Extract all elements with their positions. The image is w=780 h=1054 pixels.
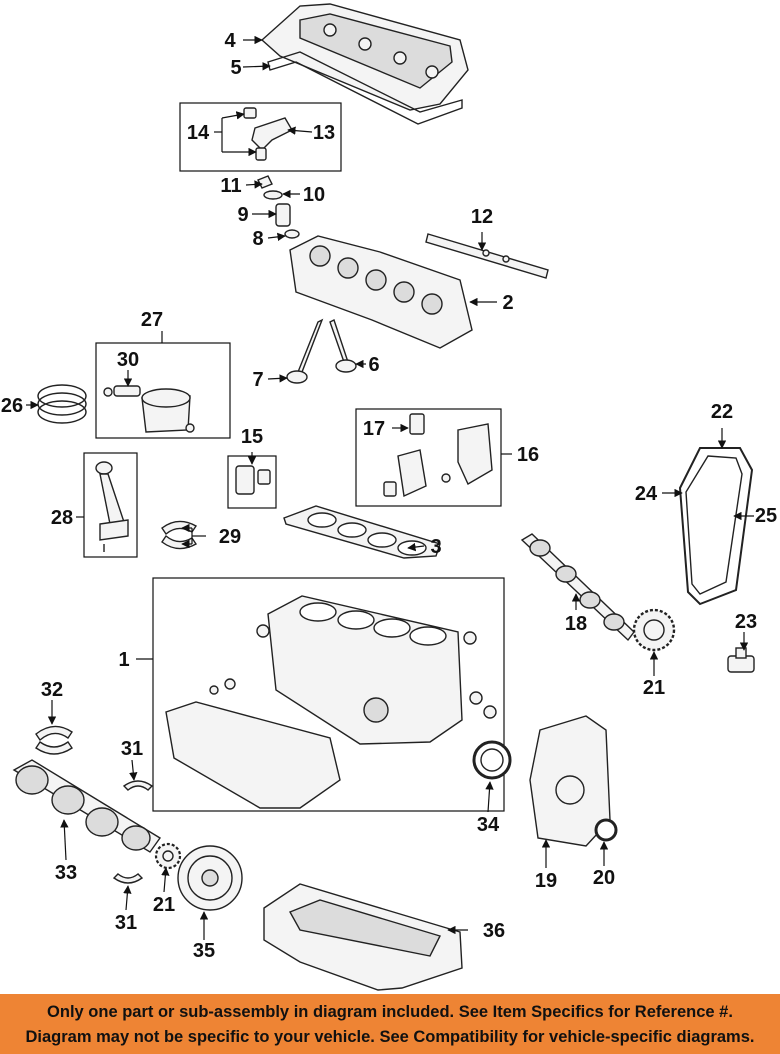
callout-24: 24 [635,483,658,505]
callout-21-cam: 21 [643,677,665,699]
callout-29: 29 [219,526,241,548]
callout-14: 14 [187,122,210,144]
callout-9: 9 [237,204,248,226]
crankshaft [12,759,162,853]
callout-30: 30 [117,349,139,371]
position-sensor [727,647,755,673]
callout-36: 36 [483,920,505,942]
callout-19: 19 [535,870,557,892]
thrust-washer-lower [112,873,144,884]
sensor [235,465,271,495]
rocker-shaft [425,233,549,279]
engine-block [267,595,463,745]
disclaimer-line-1: Only one part or sub-assembly in diagram… [47,1003,733,1021]
crank-sprocket [154,842,182,870]
callout-12: 12 [471,206,493,228]
callout-1: 1 [118,649,129,671]
callout-27: 27 [141,309,163,331]
callout-11: 11 [220,175,241,197]
thrust-washer-upper [122,780,154,791]
vtc-solenoid [383,413,493,498]
callout-32: 32 [41,679,63,701]
timing-chain [678,447,754,606]
callout-23: 23 [735,611,757,633]
oil-pan [263,883,463,991]
callout-33: 33 [55,862,77,884]
connecting-rod [95,461,129,552]
cylinder-head [289,235,473,349]
connecting-rod-box [83,452,138,558]
callout-15: 15 [241,426,263,448]
valve-cover [260,3,469,111]
vtc-box [355,408,502,507]
cam-sprocket [632,608,676,652]
callout-6: 6 [368,354,379,376]
piston-rings [37,384,87,424]
callout-28: 28 [51,507,73,529]
callout-8: 8 [252,228,263,250]
callout-31-lower: 31 [115,912,137,934]
oil-seal-front [594,818,618,842]
callout-7: 7 [252,369,263,391]
callout-2: 2 [502,292,513,314]
exploded-engine-diagram: 1 2 3 4 5 6 7 8 9 10 11 12 13 14 15 16 1… [1,3,777,991]
piston-box [95,342,231,439]
callout-26: 26 [1,395,23,417]
callout-25: 25 [755,505,777,527]
block-seals [256,624,497,719]
rocker-arm-box [179,102,342,172]
valve-spring-parts [257,175,300,239]
intake-valve [286,318,324,384]
disclaimer-line-2: Diagram may not be specific to your vehi… [25,1028,755,1046]
lower-crankcase [165,678,341,809]
timing-chain-cover [529,715,611,847]
callout-3: 3 [430,536,441,558]
crank-pulley [177,845,243,911]
engine-block-box [152,577,505,812]
callout-4: 4 [224,30,236,52]
valve-cover-gasket [267,51,463,125]
callout-16: 16 [517,444,539,466]
callout-20: 20 [593,867,615,889]
callout-18: 18 [565,613,587,635]
callout-5: 5 [230,57,241,79]
callout-13: 13 [313,122,335,144]
callout-34: 34 [477,814,500,836]
disclaimer-banner: Only one part or sub-assembly in diagram… [0,994,780,1054]
piston [103,385,195,433]
oil-seal-rear [472,740,512,780]
rocker-arm [243,107,293,161]
camshaft [520,533,635,642]
leader-lines [26,35,754,940]
callout-17: 17 [363,418,385,440]
callout-31-upper: 31 [121,738,143,760]
exhaust-valve [329,319,357,373]
callout-labels: 1 2 3 4 5 6 7 8 9 10 11 12 13 14 15 16 1… [1,30,777,962]
main-bearings [35,725,73,755]
callout-35: 35 [193,940,215,962]
callout-10: 10 [303,184,325,206]
head-gasket [283,505,441,559]
callout-21-crank: 21 [153,894,175,916]
callout-22: 22 [711,401,733,423]
